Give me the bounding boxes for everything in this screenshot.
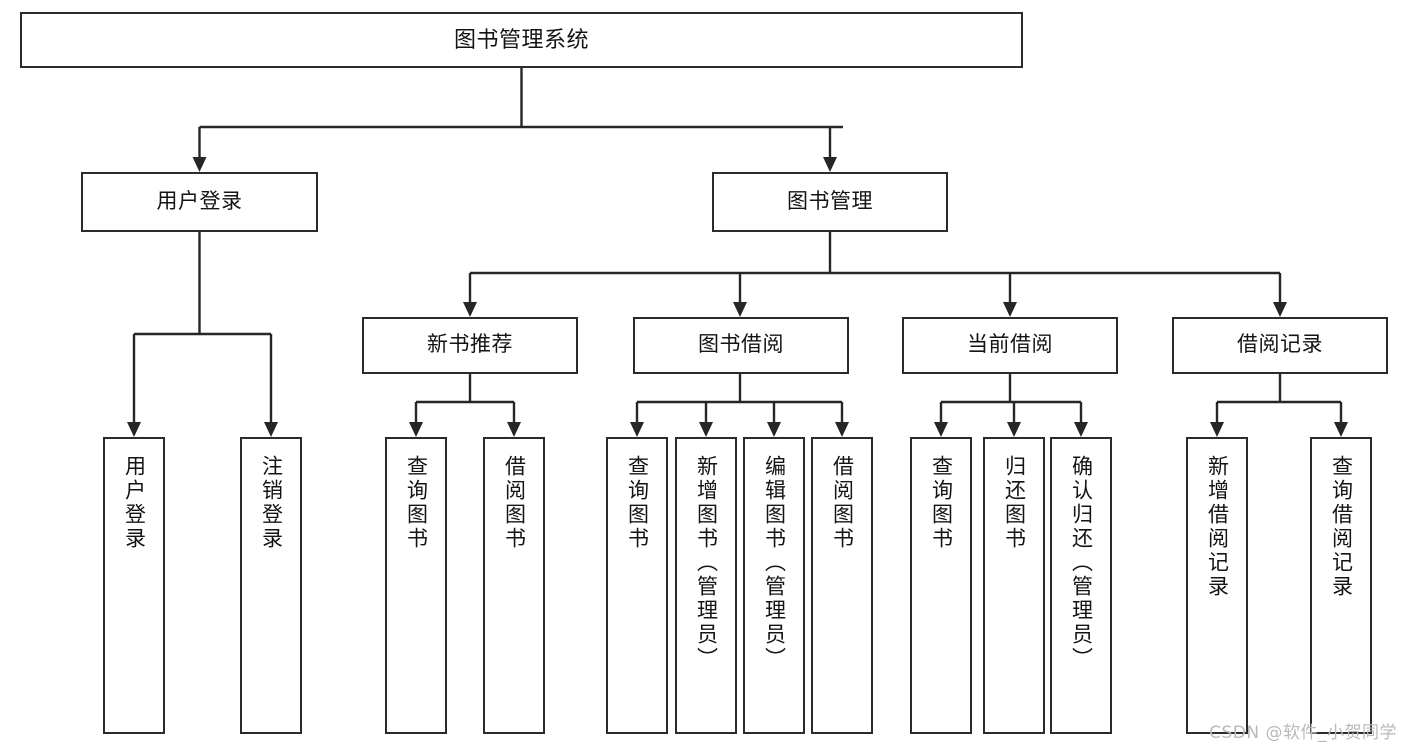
arrow-root-bookmgmt <box>823 157 837 172</box>
node-leaf-user-logout[interactable]: 注销登录 <box>240 437 302 734</box>
node-user-login-label: 用户登录 <box>156 189 243 213</box>
node-leaf-query-book-3-label: 查询图书 <box>929 455 953 551</box>
watermark: CSDN @软件_小贺同学 <box>1209 723 1397 743</box>
node-leaf-query-record-label: 查询借阅记录 <box>1329 455 1353 599</box>
node-leaf-add-book-label: 新增图书（管理员） <box>694 455 718 671</box>
node-current-borrow-label: 当前借阅 <box>967 333 1053 357</box>
arrow-borrow-d <box>835 422 849 437</box>
node-leaf-return-book[interactable]: 归还图书 <box>983 437 1045 734</box>
node-leaf-user-logout-label: 注销登录 <box>259 455 283 551</box>
arrow-newbook-a <box>409 422 423 437</box>
node-user-login[interactable]: 用户登录 <box>81 172 318 232</box>
node-book-mgmt-label: 图书管理 <box>787 189 873 213</box>
node-leaf-borrow-book-2-label: 借阅图书 <box>830 455 854 551</box>
node-leaf-confirm-return[interactable]: 确认归还（管理员） <box>1050 437 1112 734</box>
node-borrow-record-label: 借阅记录 <box>1237 333 1323 357</box>
node-new-book-rec-label: 新书推荐 <box>427 333 513 357</box>
node-root-label: 图书管理系统 <box>453 27 589 53</box>
arrow-userlogin-a <box>127 422 141 437</box>
arrow-record-b <box>1334 422 1348 437</box>
node-leaf-query-book-1-label: 查询图书 <box>404 455 428 551</box>
arrow-current-a <box>934 422 948 437</box>
arrow-userlogin-b <box>264 422 278 437</box>
node-leaf-edit-book-label: 编辑图书（管理员） <box>762 455 786 671</box>
arrow-current-b <box>1007 422 1021 437</box>
node-book-borrow-label: 图书借阅 <box>698 333 784 357</box>
arrow-record-a <box>1210 422 1224 437</box>
node-root[interactable]: 图书管理系统 <box>20 12 1023 68</box>
node-leaf-query-book-1[interactable]: 查询图书 <box>385 437 447 734</box>
node-leaf-borrow-book-1[interactable]: 借阅图书 <box>483 437 545 734</box>
arrow-borrow-c <box>767 422 781 437</box>
node-leaf-add-record-label: 新增借阅记录 <box>1205 455 1229 599</box>
arrow-bookmgmt-c3 <box>1003 302 1017 317</box>
node-book-mgmt[interactable]: 图书管理 <box>712 172 948 232</box>
node-leaf-query-record[interactable]: 查询借阅记录 <box>1310 437 1372 734</box>
node-leaf-confirm-return-label: 确认归还（管理员） <box>1069 455 1093 671</box>
node-leaf-query-book-2[interactable]: 查询图书 <box>606 437 668 734</box>
node-new-book-rec[interactable]: 新书推荐 <box>362 317 578 374</box>
arrow-bookmgmt-c4 <box>1273 302 1287 317</box>
node-leaf-add-book[interactable]: 新增图书（管理员） <box>675 437 737 734</box>
arrow-newbook-b <box>507 422 521 437</box>
arrow-bookmgmt-c1 <box>463 302 477 317</box>
node-leaf-user-login[interactable]: 用户登录 <box>103 437 165 734</box>
arrow-borrow-a <box>630 422 644 437</box>
node-leaf-query-book-2-label: 查询图书 <box>625 455 649 551</box>
node-leaf-query-book-3[interactable]: 查询图书 <box>910 437 972 734</box>
node-leaf-user-login-label: 用户登录 <box>122 455 146 551</box>
node-leaf-borrow-book-2[interactable]: 借阅图书 <box>811 437 873 734</box>
arrow-bookmgmt-c2 <box>733 302 747 317</box>
arrow-root-userlogin <box>192 157 207 172</box>
node-leaf-add-record[interactable]: 新增借阅记录 <box>1186 437 1248 734</box>
node-leaf-return-book-label: 归还图书 <box>1002 455 1026 551</box>
arrow-current-c <box>1074 422 1088 437</box>
node-leaf-borrow-book-1-label: 借阅图书 <box>502 455 526 551</box>
node-borrow-record[interactable]: 借阅记录 <box>1172 317 1388 374</box>
node-current-borrow[interactable]: 当前借阅 <box>902 317 1118 374</box>
arrow-borrow-b <box>699 422 713 437</box>
node-book-borrow[interactable]: 图书借阅 <box>633 317 849 374</box>
node-leaf-edit-book[interactable]: 编辑图书（管理员） <box>743 437 805 734</box>
